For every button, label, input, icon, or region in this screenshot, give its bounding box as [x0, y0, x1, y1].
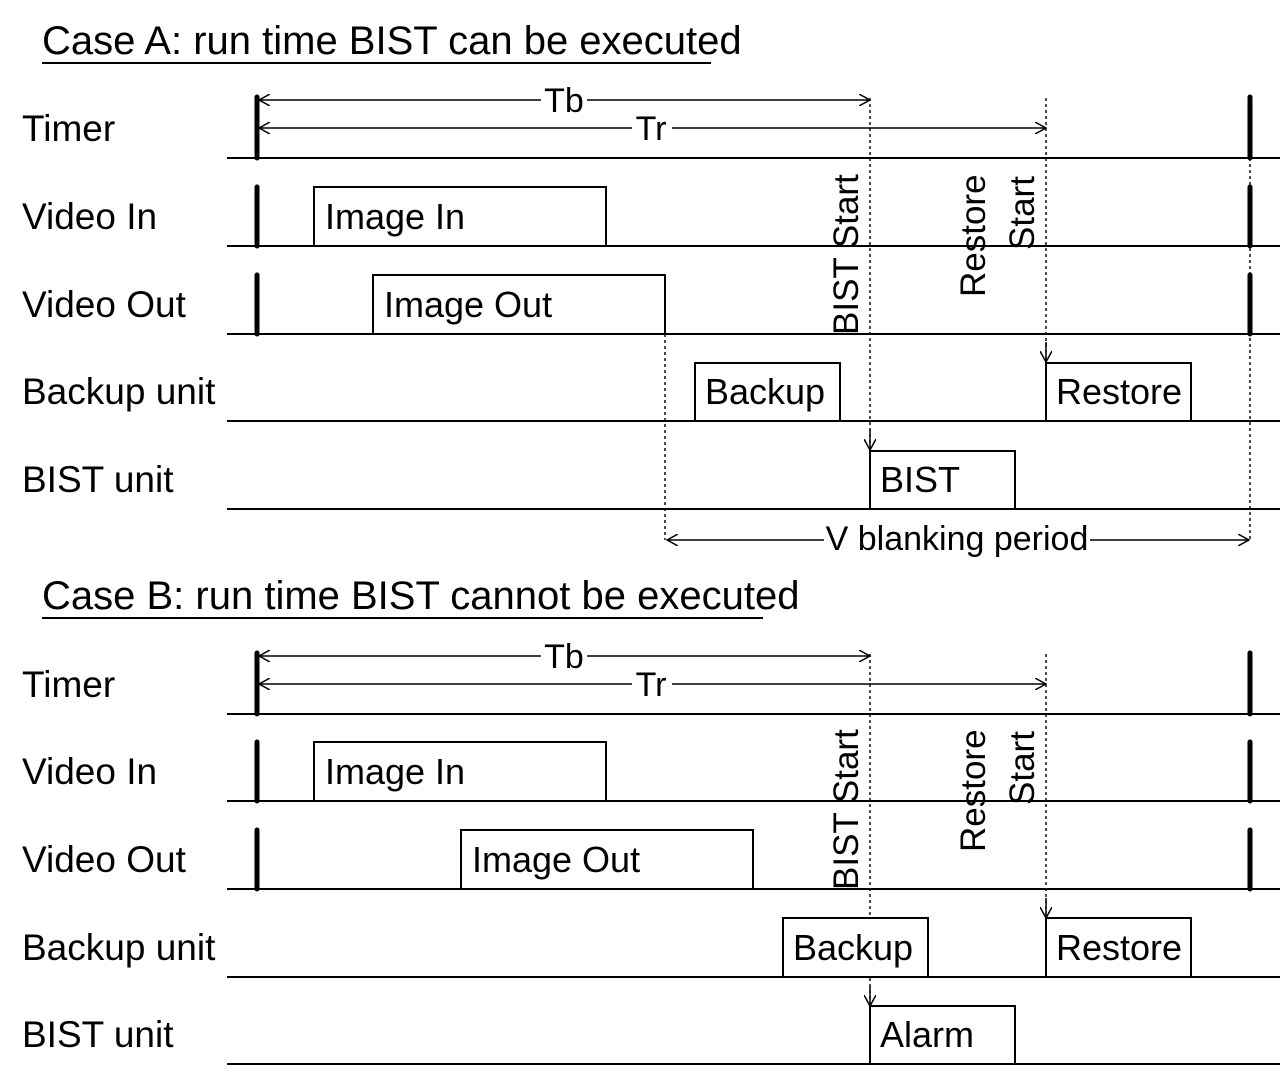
case-b-tr-label-bg [632, 668, 672, 700]
case-a-image-in-box [313, 186, 607, 247]
case-b-panel: Case B: run time BIST cannot be executed… [22, 574, 1280, 1065]
case-a-restore-label: Restore [1056, 371, 1182, 412]
case-b-bist-start-marker: BIST Start [827, 729, 866, 890]
case-a-bist-label: BIST [880, 459, 960, 500]
case-a-image-in-label: Image In [325, 196, 465, 237]
case-a-tb-label-bg [541, 84, 587, 116]
case-a-backup-box [694, 362, 841, 422]
case-a-image-out-box [372, 274, 666, 335]
case-b-tb-label-bg [541, 640, 587, 672]
case-a-bist-box [869, 450, 1016, 510]
case-b-image-out-box [460, 829, 754, 890]
case-b-row-backup-unit: Backup unit [22, 927, 216, 968]
case-a-tr-label-bg [632, 112, 672, 144]
case-a-backup-label: Backup [705, 371, 825, 412]
case-b-row-video-in: Video In [22, 751, 157, 792]
case-b-row-bist-unit: BIST unit [22, 1014, 174, 1055]
case-b-tb-label: Tb [544, 638, 584, 676]
case-a-row-video-in: Video In [22, 196, 157, 237]
case-b-row-video-out: Video Out [22, 839, 187, 880]
case-b-image-in-box [313, 741, 607, 802]
case-b-restore-box [1045, 917, 1192, 978]
case-a-tb-label: Tb [544, 82, 584, 120]
case-b-tr-label: Tr [636, 666, 667, 704]
case-b-backup-box [782, 917, 929, 978]
case-b-row-timer: Timer [22, 664, 115, 705]
case-a-row-timer: Timer [22, 108, 115, 149]
case-b-restore-marker: Restore [954, 729, 993, 852]
case-a-image-out-label: Image Out [384, 284, 552, 325]
case-b-alarm-label: Alarm [880, 1014, 974, 1055]
case-a-row-bist-unit: BIST unit [22, 459, 174, 500]
case-a-panel: Case A: run time BIST can be executed Ti… [22, 19, 1280, 558]
case-a-bist-start-marker: BIST Start [827, 174, 866, 335]
case-b-backup-label: Backup [793, 927, 913, 968]
case-a-blanking-label: V blanking period [826, 520, 1089, 558]
case-a-tr-label: Tr [636, 110, 667, 148]
case-b-alarm-box [869, 1005, 1016, 1065]
case-b-image-in-label: Image In [325, 751, 465, 792]
case-b-start-marker: Start [1003, 731, 1042, 805]
case-a-heading: Case A: run time BIST can be executed [42, 19, 742, 63]
case-a-restore-box [1045, 362, 1192, 422]
case-a-blanking-label-bg [824, 520, 1090, 558]
case-b-heading: Case B: run time BIST cannot be executed [42, 574, 799, 618]
case-b-restore-label: Restore [1056, 927, 1182, 968]
case-a-row-video-out: Video Out [22, 284, 187, 325]
case-a-row-backup-unit: Backup unit [22, 371, 216, 412]
case-a-restore-marker: Restore [954, 174, 993, 297]
case-b-image-out-label: Image Out [472, 839, 640, 880]
case-a-start-marker: Start [1003, 176, 1042, 250]
